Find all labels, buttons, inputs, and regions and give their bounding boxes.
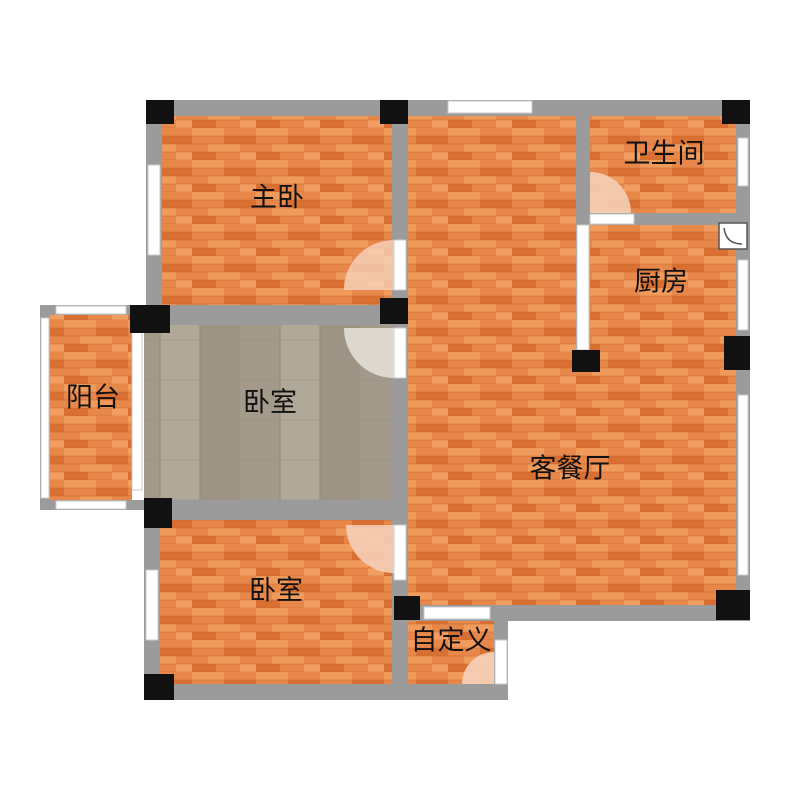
- floor-living-dining-lower: [408, 358, 736, 605]
- label-bathroom: 卫生间: [624, 139, 705, 170]
- window-custom-top: [423, 606, 491, 620]
- doors: [344, 172, 635, 685]
- window-balcony-top: [55, 305, 127, 315]
- window-bedroom-bottom-left: [145, 569, 159, 641]
- door-bathroom-swing: [590, 172, 631, 213]
- door-master-swing: [344, 240, 394, 290]
- floor-living-dining: [408, 116, 576, 358]
- window-kitchen-left: [576, 224, 590, 351]
- room-labels: 主卧 卧室 卧室 阳台 客餐厅 卫生间 厨房 自定义: [66, 139, 705, 657]
- shower-fixture-icon: [718, 222, 748, 250]
- window-kitchen-right: [737, 259, 749, 331]
- window-bathroom-right: [737, 137, 749, 187]
- windows: [40, 100, 749, 641]
- door-bathroom-opening: [589, 213, 635, 225]
- label-custom: 自定义: [411, 626, 492, 657]
- door-bedroom-bottom-opening: [393, 524, 407, 581]
- floor-bedroom-middle: [144, 325, 392, 500]
- door-custom-opening: [494, 639, 508, 685]
- floor-balcony: [50, 315, 132, 500]
- window-balcony-inner: [131, 329, 143, 491]
- label-bedroom-middle: 卧室: [243, 388, 297, 419]
- label-master-bedroom: 主卧: [250, 183, 304, 214]
- door-master-opening: [393, 239, 407, 291]
- label-kitchen: 厨房: [634, 267, 688, 298]
- window-balcony-left: [40, 317, 50, 499]
- door-bedroom-middle-swing: [344, 328, 394, 378]
- window-master-left: [147, 164, 161, 256]
- label-bedroom-bottom: 卧室: [249, 576, 303, 607]
- label-living-dining: 客餐厅: [530, 454, 611, 485]
- door-custom-swing: [462, 652, 494, 684]
- window-balcony-bottom: [55, 500, 127, 510]
- floors: [50, 116, 736, 684]
- label-balcony: 阳台: [66, 383, 120, 414]
- pillars: [130, 100, 750, 700]
- floor-kitchen: [590, 225, 736, 358]
- door-bedroom-bottom-swing: [346, 525, 394, 573]
- window-top-living: [447, 100, 533, 114]
- window-living-right: [737, 394, 749, 576]
- door-bedroom-middle-opening: [393, 327, 407, 379]
